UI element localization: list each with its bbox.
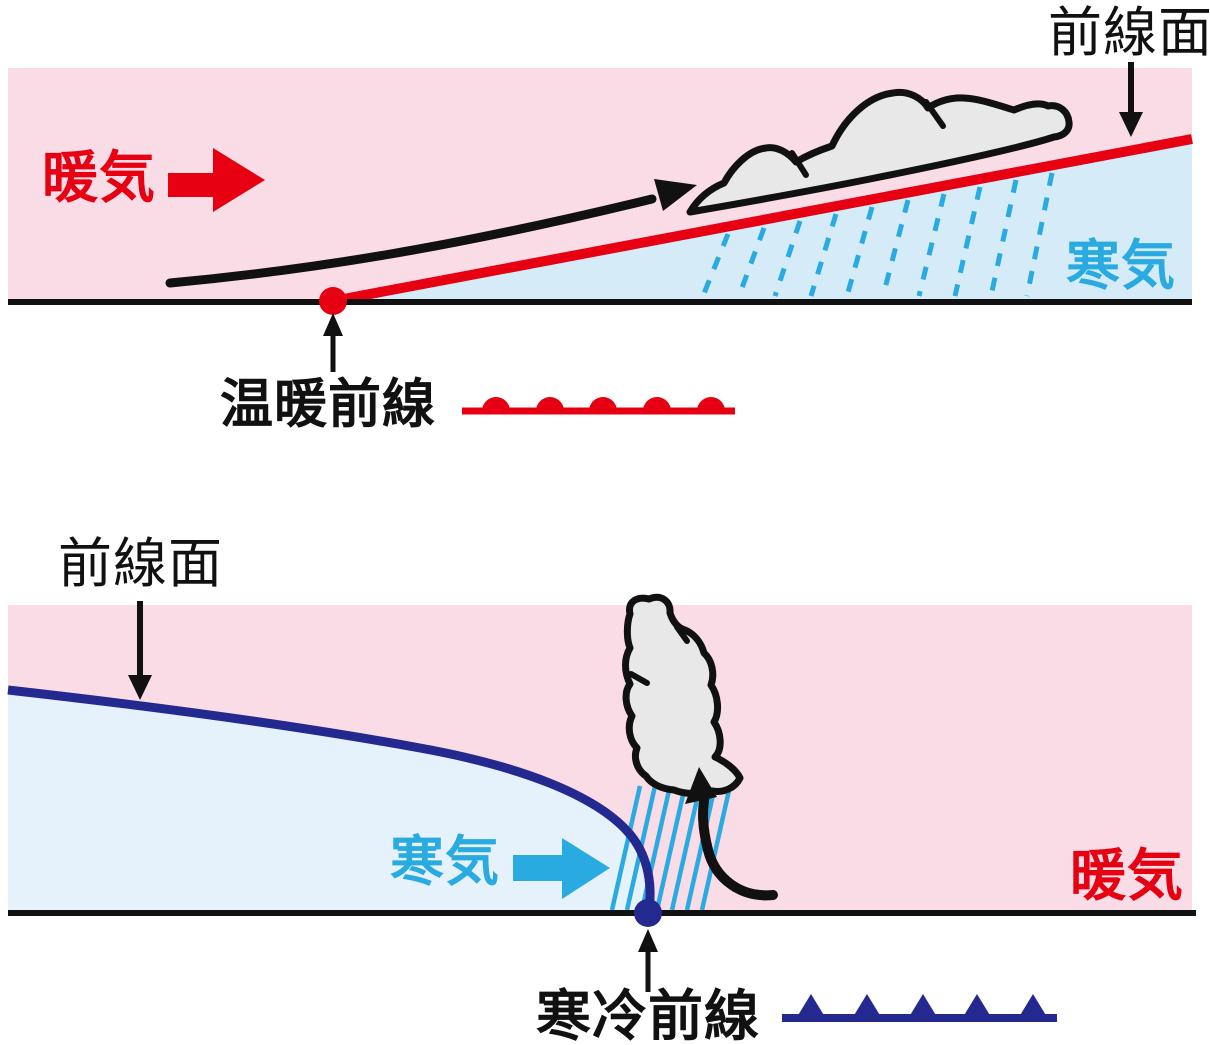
warm-front-panel [8,62,1193,415]
frontal-surface-label-top: 前線面 [1048,3,1210,63]
cold-front-panel [7,593,1196,1022]
cold-air-label-bottom: 寒気 [390,832,500,892]
cumulonimbus-cloud [622,593,744,797]
ascending-air-arrow-top [165,179,697,288]
cold-air-label-top: 寒気 [1066,236,1176,296]
warm-frontal-surface-line [332,134,1193,306]
frontal-surface-label-bottom: 前線面 [58,534,223,594]
warm-air-label-top: 暖気 [42,146,156,209]
cold-air-mass [8,690,651,911]
warm-air-label-bottom: 暖気 [1070,844,1184,907]
cloud-notch-line [628,671,650,686]
cloud-notch-line [923,99,946,129]
warm-front-symbol-icon [462,397,735,415]
warm-air-arrow-icon [168,148,265,212]
cold-front-symbol-icon [782,994,1057,1022]
cold-front-name-label: 寒冷前線 [536,985,761,1045]
stratus-cloud [686,88,1073,216]
rain-dashed-lines [700,172,1055,297]
frontal-surface-pointer-bottom [128,601,152,700]
cold-air-arrow-icon [513,838,610,899]
cloud-notch-line [674,624,690,644]
frontal-surface-pointer-top [1119,62,1143,137]
cold-frontal-surface-line [7,685,655,912]
cold-front-pointer [638,929,658,992]
cloud-notch-line [789,150,809,178]
warm-front-pointer [323,313,343,372]
warm-front-name-label: 温暖前線 [220,375,436,434]
cold-front-ground-point [634,899,662,927]
warm-front-ground-point [319,287,347,315]
ascending-air-arrow-bottom [685,767,778,901]
